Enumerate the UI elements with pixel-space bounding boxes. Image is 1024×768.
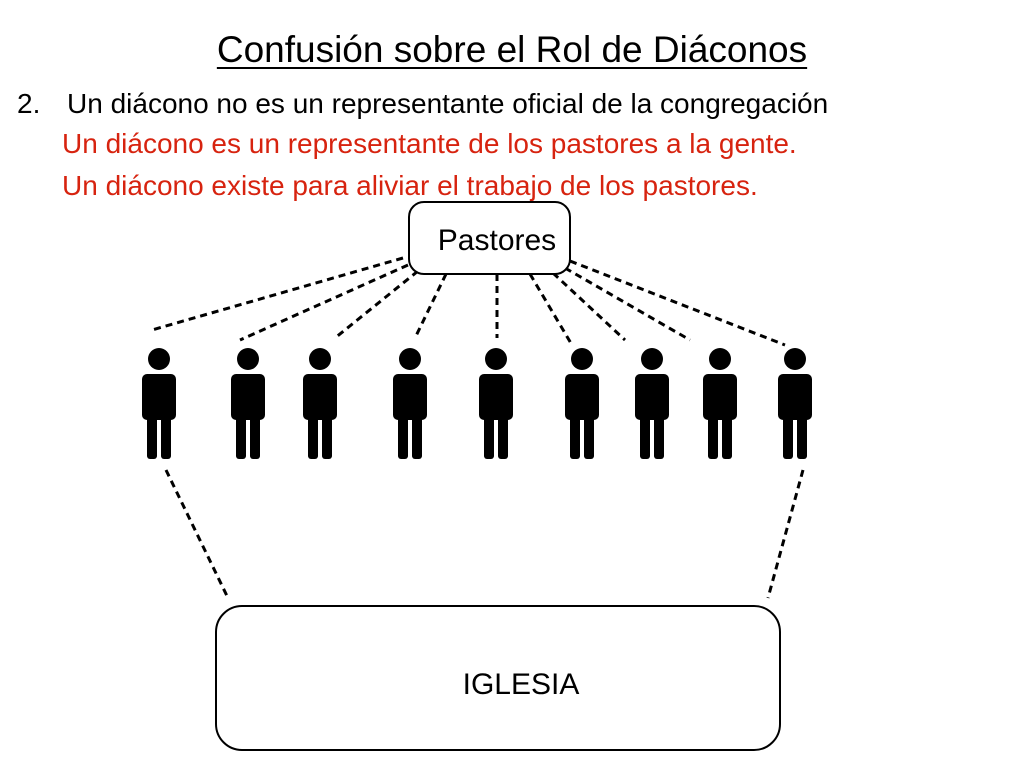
person-icon [303, 348, 337, 459]
person-icon [231, 348, 265, 459]
slide-title: Confusión sobre el Rol de Diáconos [216, 29, 808, 70]
pastores-node: Pastores [408, 201, 571, 275]
connector-line [766, 469, 805, 599]
connector-line [564, 266, 691, 342]
person-icon [393, 348, 427, 459]
connector-line [164, 469, 230, 599]
connector-line [528, 273, 574, 346]
person-icon [565, 348, 599, 459]
person-icon [635, 348, 669, 459]
point-number: 2. [17, 88, 41, 119]
correction-line-2: Un diácono existe para aliviar el trabaj… [62, 170, 758, 201]
connector-line [551, 271, 627, 342]
iglesia-box [215, 605, 781, 751]
point-text: Un diácono no es un representante oficia… [67, 88, 829, 119]
connector-lines [151, 256, 805, 599]
connector-line [239, 263, 409, 342]
person-icon [778, 348, 812, 459]
pastores-label: Pastores [438, 224, 556, 257]
connector-line [413, 273, 448, 339]
iglesia-node: IGLESIA [215, 605, 781, 751]
point-line: 2. Un diácono no es un representante ofic… [17, 86, 828, 122]
connector-line [151, 256, 404, 332]
correction-line-1: Un diácono es un representante de los pa… [62, 128, 797, 159]
person-icon [142, 348, 176, 459]
iglesia-label: IGLESIA [463, 668, 580, 701]
connector-line [334, 269, 419, 340]
pastores-box [408, 201, 571, 275]
connector-line [569, 259, 786, 347]
person-icon [479, 348, 513, 459]
people-row [142, 348, 812, 459]
person-icon [703, 348, 737, 459]
